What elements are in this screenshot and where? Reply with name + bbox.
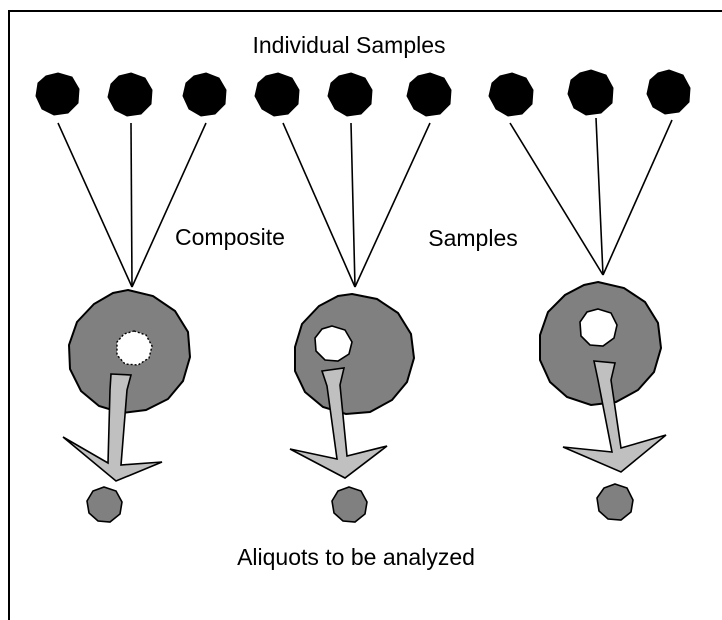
aliquot-arrow	[562, 360, 667, 473]
connector-line	[57, 122, 133, 288]
connector-line	[131, 122, 207, 288]
individual-sample	[182, 72, 227, 117]
connector-line	[350, 122, 356, 288]
aliquot-arrow	[289, 367, 388, 479]
label-aliquots: Aliquots to be analyzed	[237, 544, 475, 570]
connector-line	[130, 122, 133, 288]
individual-sample	[646, 69, 691, 115]
aliquot-arrow	[62, 373, 163, 482]
connector-line	[354, 122, 431, 288]
subsample-hole	[579, 308, 618, 347]
aliquot	[86, 486, 123, 523]
aliquot	[596, 483, 634, 521]
connector-line	[595, 117, 604, 276]
individual-sample	[406, 72, 452, 117]
individual-sample	[327, 72, 373, 117]
individual-sample	[488, 72, 534, 117]
individual-sample	[107, 72, 153, 117]
title-individual-samples: Individual Samples	[252, 32, 445, 58]
connector-line	[282, 122, 356, 288]
aliquot	[331, 486, 368, 523]
individual-sample	[567, 69, 614, 116]
label-samples: Samples	[428, 225, 517, 251]
individual-sample	[35, 72, 80, 116]
connector-line	[509, 122, 604, 276]
sample-group-3	[488, 69, 691, 521]
subsample-hole	[116, 330, 153, 366]
sample-group-1	[35, 72, 227, 523]
connector-line	[602, 119, 673, 276]
subsample-hole	[314, 325, 353, 362]
composite-sample	[294, 292, 416, 416]
sample-group-2	[254, 72, 452, 523]
label-composite: Composite	[175, 224, 285, 250]
individual-sample	[254, 72, 300, 117]
